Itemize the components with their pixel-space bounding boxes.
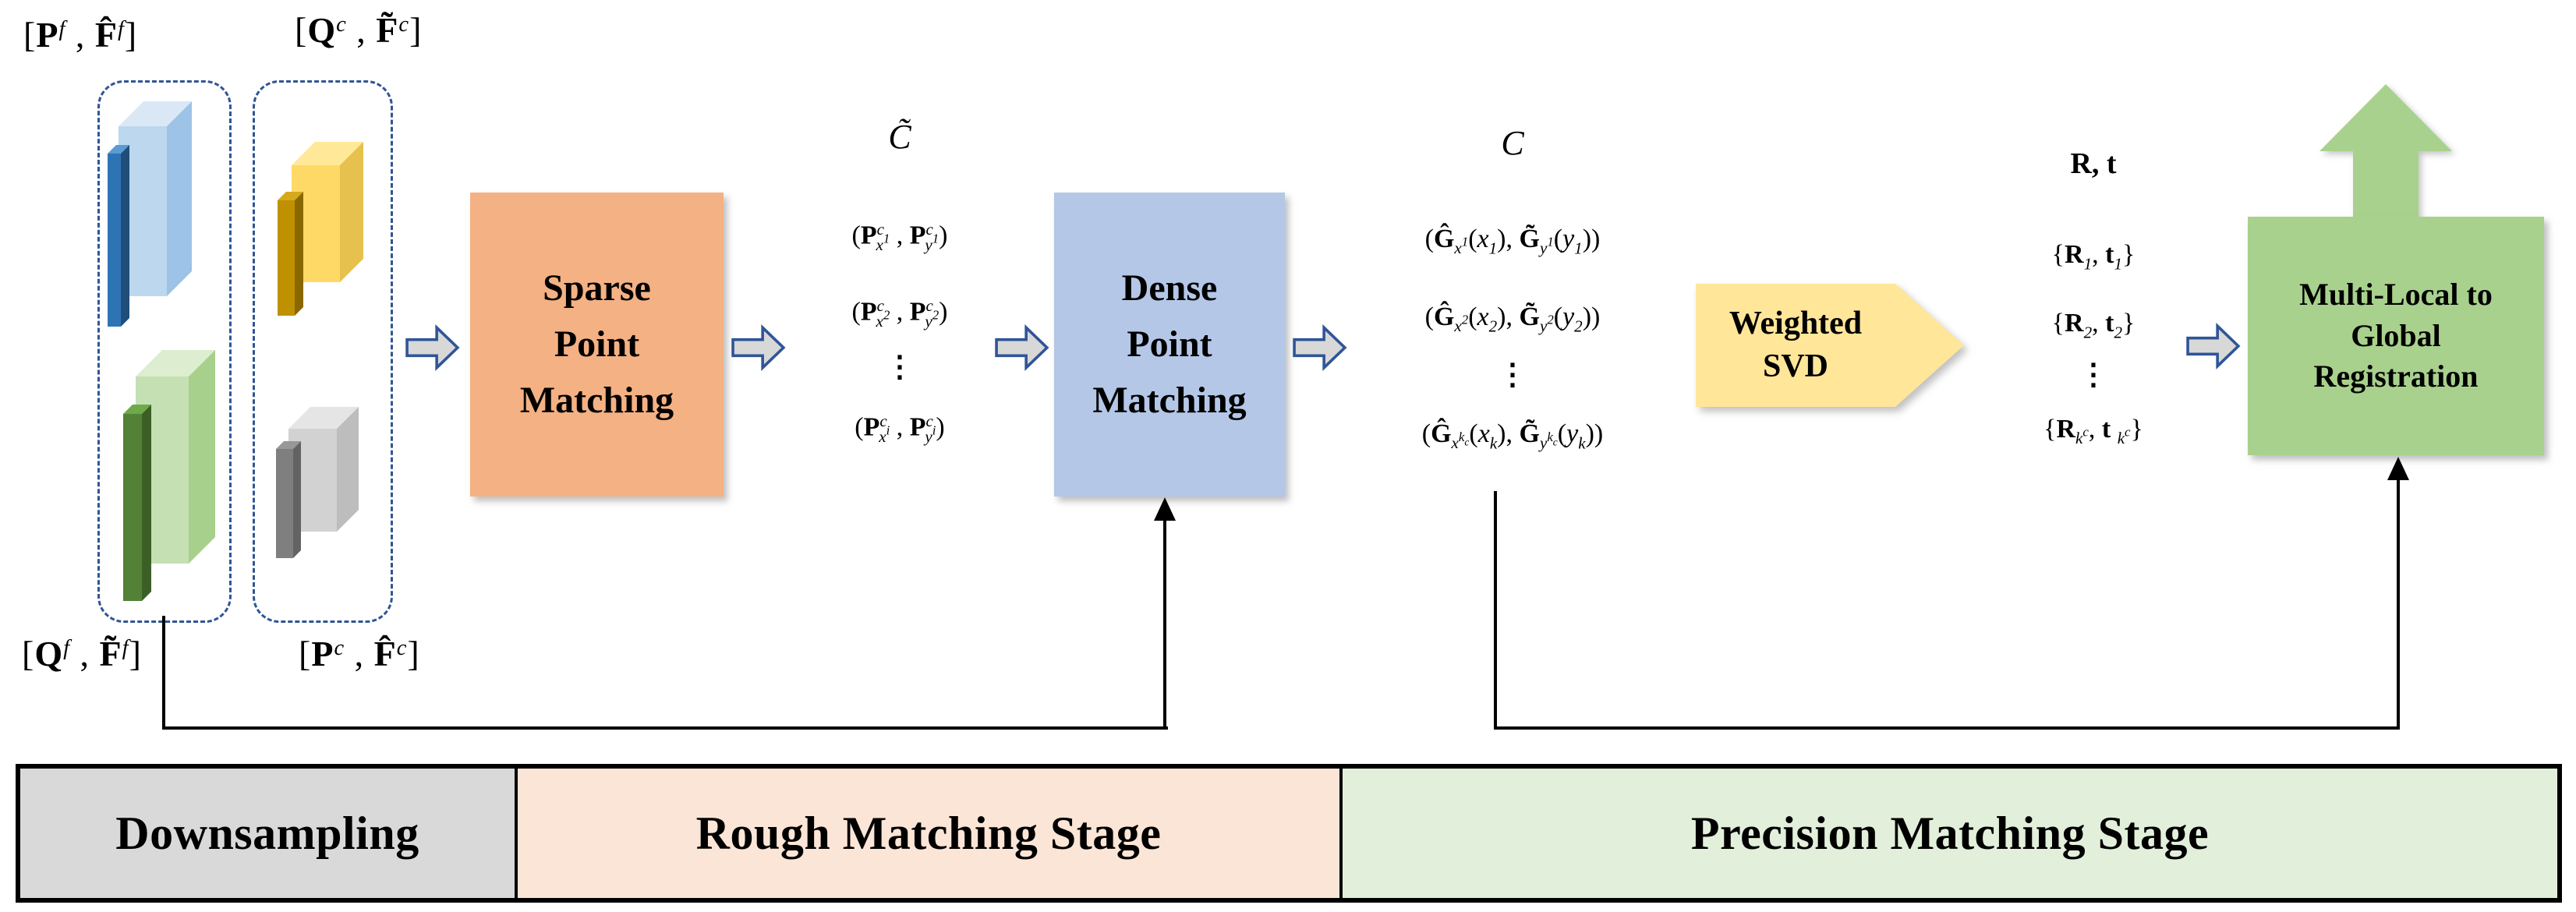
box-title-line: Point xyxy=(554,323,640,365)
stage-bar: Downsampling Rough Matching Stage Precis… xyxy=(16,764,2562,903)
flow-arrow-icon xyxy=(731,324,786,371)
box-title-line: Point xyxy=(1127,323,1212,365)
set-title-c: C xyxy=(1501,124,1524,162)
correspondence-row: (Pcx1 , Pcy1) xyxy=(851,220,948,255)
transform-row: {Rkc, t kc} xyxy=(2043,415,2143,448)
box-title-line: Matching xyxy=(1092,380,1247,421)
correspondence-row: (Pcx2 , Pcy2) xyxy=(851,296,948,331)
feedback-line-2-segment xyxy=(1494,491,1497,730)
correspondence-row: (Ĝx2(x2), G̃y2(y2)) xyxy=(1424,302,1601,336)
feedback-line-1-segment xyxy=(1163,519,1166,730)
shape-title-line: Weighted xyxy=(1729,306,1863,342)
sparse-point-matching-box: Sparse Point Matching xyxy=(470,193,724,497)
vertical-ellipsis: ⋮ xyxy=(2079,359,2108,391)
box-title-line: Dense xyxy=(1121,267,1218,309)
weighted-svd-label: Weighted SVD xyxy=(1696,284,1895,407)
dense-point-matching-box: Dense Point Matching xyxy=(1054,193,1285,497)
stage-label: Downsampling xyxy=(115,807,419,859)
feedback-line-1-segment xyxy=(162,726,1168,730)
feedback-line-2-segment xyxy=(2397,479,2400,730)
label-qf-ff: [Qf , F̃f] xyxy=(22,634,142,673)
stage-label: Precision Matching Stage xyxy=(1690,807,2210,859)
box-title-line: Global xyxy=(2351,317,2441,353)
set-title-rt: R, t xyxy=(2070,147,2117,180)
weighted-svd-shape xyxy=(1696,284,1964,407)
flow-arrow-icon xyxy=(995,324,1049,371)
correspondence-row: (Ĝxkc(xk), G̃ykc(yk)) xyxy=(1421,419,1604,453)
feedback-arrowhead-icon xyxy=(2387,457,2409,480)
output-up-arrow-icon xyxy=(2319,84,2452,218)
point-set-group-right xyxy=(253,80,393,623)
stage-segment-precision-matching: Precision Matching Stage xyxy=(1343,769,2557,898)
label-pc-fc: [Pc , F̂c] xyxy=(299,634,420,673)
stage-segment-rough-matching: Rough Matching Stage xyxy=(518,769,1343,898)
vertical-ellipsis: ⋮ xyxy=(1498,359,1527,391)
transform-row: {R1, t1} xyxy=(2051,240,2135,274)
flow-arrow-icon xyxy=(405,324,460,371)
feedback-arrowhead-icon xyxy=(1154,497,1176,521)
feedback-line-2-segment xyxy=(1494,726,2400,730)
flow-arrow-icon xyxy=(2186,323,2241,369)
box-title-line: Multi-Local to xyxy=(2299,276,2493,312)
vertical-ellipsis: ⋮ xyxy=(885,351,915,384)
correspondence-row: (Ĝx1(x1), G̃y1(y1)) xyxy=(1424,224,1601,258)
box-title-line: Registration xyxy=(2313,359,2479,394)
label-qc-fc: [Qc , F̃c] xyxy=(295,10,423,50)
shape-title-line: SVD xyxy=(1762,348,1829,384)
transform-row: {R2, t2} xyxy=(2051,309,2135,342)
correspondence-row: (Pcxi , Pcyi) xyxy=(855,412,945,447)
flow-arrow-icon xyxy=(1293,324,1347,371)
set-title-ctilde: C̃ xyxy=(888,118,911,156)
feedback-line-1-segment xyxy=(162,616,165,730)
stage-segment-downsampling: Downsampling xyxy=(20,769,518,898)
box-title-line: Sparse xyxy=(543,267,651,309)
box-title-line: Matching xyxy=(519,380,674,421)
label-pf-ff: [Pf , F̂f] xyxy=(23,15,138,55)
multi-local-global-registration-box: Multi-Local to Global Registration xyxy=(2248,217,2544,455)
stage-label: Rough Matching Stage xyxy=(695,807,1162,859)
